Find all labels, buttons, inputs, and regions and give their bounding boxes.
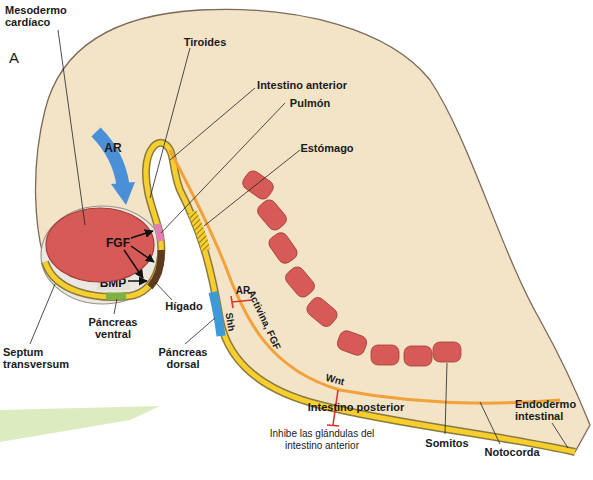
part-label: Páncreas ventral — [82, 316, 144, 340]
liver-bud — [150, 250, 161, 287]
retinoic-acid-arrowhead — [111, 182, 135, 205]
part-label: Tiroides — [184, 36, 227, 48]
slide-band — [0, 406, 160, 442]
node-outline — [45, 207, 155, 283]
signal-name: Wnt — [324, 372, 345, 388]
leader-line — [150, 48, 190, 198]
leader-line — [445, 363, 447, 434]
leader-line — [114, 299, 117, 314]
leader-line — [480, 402, 500, 444]
inhibition-bar — [327, 425, 339, 426]
node-ellipse — [46, 208, 154, 282]
somite — [404, 346, 432, 366]
lung-bud — [157, 224, 161, 241]
leader-line — [185, 318, 215, 344]
node-ellipse — [41, 206, 164, 304]
signal-arrow — [131, 231, 153, 238]
somite — [255, 197, 290, 233]
somite — [283, 264, 318, 300]
signal-arrow — [128, 280, 147, 282]
note-text: Inhibe las glándulas del intestino anter… — [266, 428, 378, 452]
retinoic-acid-arrow — [96, 132, 123, 185]
somite — [266, 230, 300, 266]
leader-line — [552, 423, 568, 448]
somite — [371, 345, 399, 365]
leader-line — [155, 282, 172, 300]
stomach-region — [192, 212, 206, 250]
part-label: Páncreas dorsal — [152, 346, 214, 370]
panel-letter: A — [9, 52, 19, 64]
part-label: Intestino anterior — [257, 79, 347, 91]
part-label: Notocorda — [485, 446, 540, 458]
part-label: Somitos — [425, 437, 468, 449]
ventral-pancreas-bud — [106, 293, 126, 300]
part-label: Endodermo intestinal — [515, 398, 591, 422]
signal-name: AR — [104, 142, 121, 154]
somite — [433, 342, 461, 362]
part-label: Septum transversum — [3, 346, 77, 370]
signal-name: Shh — [222, 312, 237, 333]
leader-line — [170, 88, 255, 160]
part-label: Mesodermo cardíaco — [5, 4, 87, 28]
somite — [304, 295, 340, 330]
cardiac-mesoderm: FGF — [45, 207, 155, 283]
notochord — [170, 150, 560, 403]
part-label: Pulmón — [290, 97, 330, 109]
signal-arrow — [124, 250, 143, 278]
part-label: Estómago — [300, 142, 353, 154]
gut-endoderm — [45, 143, 575, 452]
part-label: Hígado — [165, 300, 202, 312]
signal-arrow — [131, 246, 154, 262]
somite — [240, 168, 276, 202]
gut-outline — [45, 143, 575, 452]
part-label: Intestino posterior — [308, 401, 405, 413]
signal-name: Activina, FGF — [245, 288, 283, 351]
leader-line — [161, 103, 285, 233]
signal-name: FGF — [106, 236, 130, 250]
embryo-body — [36, 9, 590, 452]
leader-line — [204, 150, 300, 226]
inhibition-bar — [231, 296, 233, 308]
somite — [335, 329, 368, 357]
leader-line — [58, 30, 85, 225]
dorsal-pancreas-bud — [213, 292, 221, 336]
leader-line — [30, 284, 55, 344]
